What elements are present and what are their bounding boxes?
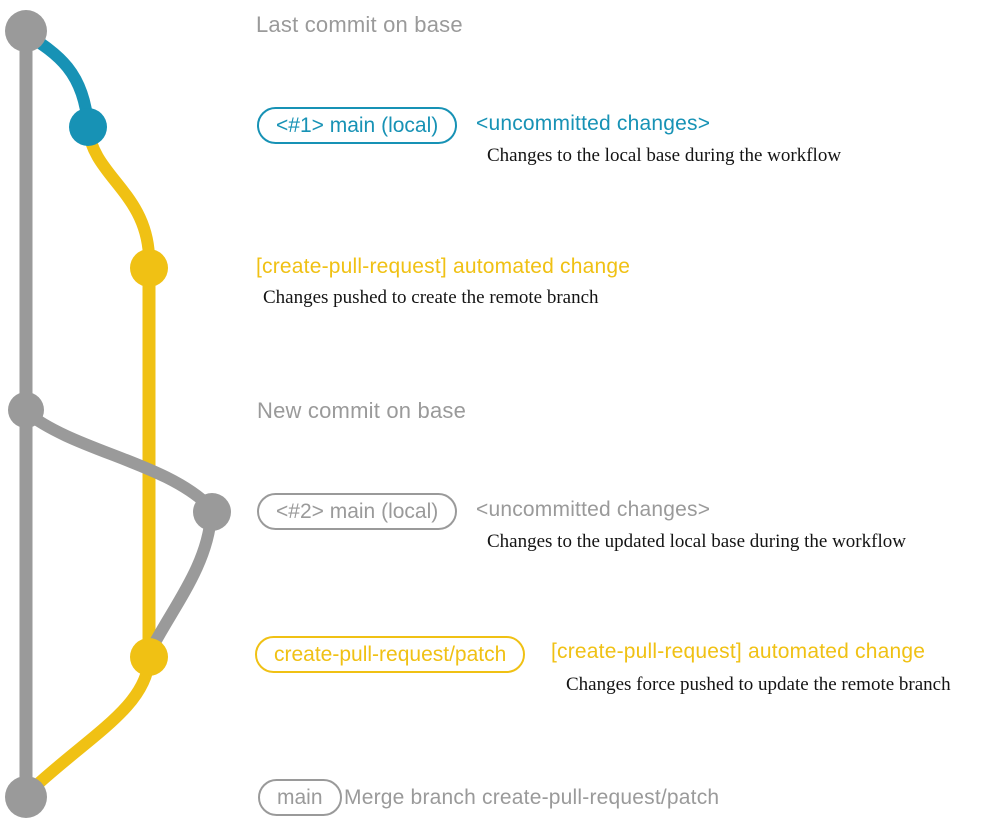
rebase-curve-in xyxy=(145,509,217,656)
git-graph xyxy=(5,10,231,818)
branch-badge-main: main xyxy=(258,779,342,816)
commit-dot-merge xyxy=(5,776,47,818)
patch-branch-create-curve xyxy=(82,122,155,262)
rebase-curve-out xyxy=(20,406,217,514)
commit-dot-uncommitted-2 xyxy=(193,493,231,531)
branch-badge-create-pull-request-patch: create-pull-request/patch xyxy=(255,636,526,673)
commit-dot-last-base xyxy=(5,10,47,52)
commit-dot-automated-change-1 xyxy=(130,249,168,287)
commit-title-automated-change-1: [create-pull-request] automated change xyxy=(256,255,631,278)
label-new-commit-on-base: New commit on base xyxy=(257,398,467,423)
commit-desc-uncommitted-1: Changes to the local base during the wor… xyxy=(487,145,842,166)
commit-desc-automated-change-1: Changes pushed to create the remote bran… xyxy=(263,287,599,308)
commit-title-uncommitted-2: <uncommitted changes> xyxy=(476,498,711,521)
commit-dot-automated-change-2 xyxy=(130,638,168,676)
commit-desc-automated-change-2: Changes force pushed to update the remot… xyxy=(566,674,951,695)
commit-title-uncommitted-1: <uncommitted changes> xyxy=(476,112,711,135)
branch-badge-main-local-2: <#2> main (local) xyxy=(257,493,458,530)
commit-title-automated-change-2: [create-pull-request] automated change xyxy=(551,640,926,663)
commit-title-merge: Merge branch create-pull-request/patch xyxy=(344,786,720,809)
branch-badge-main-local-1: <#1> main (local) xyxy=(257,107,458,144)
label-last-commit-on-base: Last commit on base xyxy=(256,12,463,37)
commit-dot-uncommitted-1 xyxy=(69,108,107,146)
commit-dot-new-base xyxy=(8,392,44,428)
commit-desc-uncommitted-2: Changes to the updated local base during… xyxy=(487,531,906,552)
merge-curve xyxy=(21,654,155,800)
